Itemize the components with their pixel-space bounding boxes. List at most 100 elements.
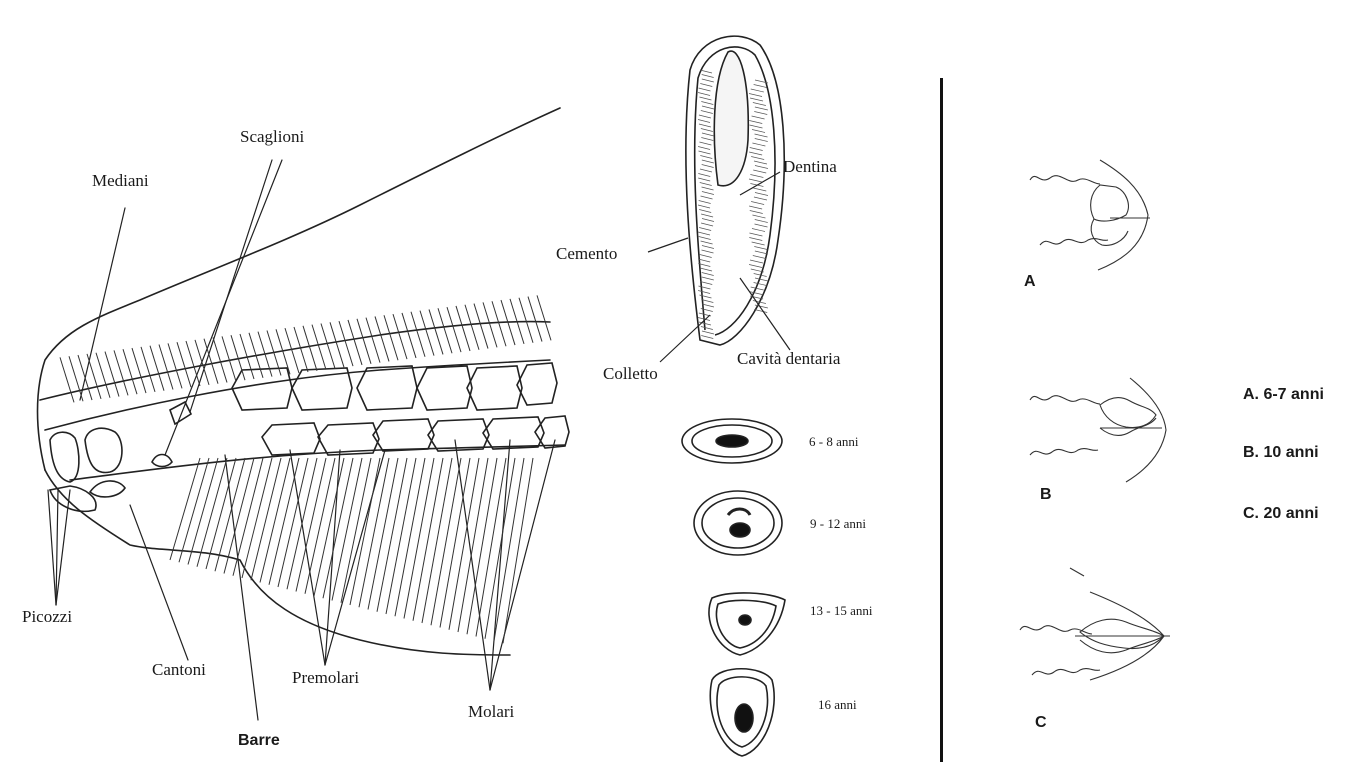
shade-line	[702, 192, 714, 195]
hatch-line	[305, 458, 335, 594]
shade-line	[698, 291, 710, 294]
hatch-line	[341, 458, 371, 603]
shade-line	[699, 124, 711, 127]
shade-line	[701, 214, 713, 217]
shade-line	[702, 187, 714, 190]
shade-line	[754, 161, 767, 164]
label-barre: Barre	[238, 732, 280, 750]
shade-line	[752, 229, 765, 232]
shade-line	[750, 148, 763, 151]
hatch-line	[458, 458, 488, 632]
shade-line	[754, 85, 767, 88]
shade-line	[702, 219, 714, 222]
shade-line	[701, 129, 713, 132]
cross-section-2	[694, 491, 782, 555]
hatch-line	[260, 458, 290, 583]
shade-line	[698, 88, 710, 91]
cross-section-age: 13 - 15 anni	[810, 603, 872, 619]
shade-line	[701, 327, 713, 330]
shade-line	[754, 112, 767, 115]
cross-section-4	[710, 669, 774, 756]
shade-line	[755, 220, 768, 223]
shade-line	[755, 107, 768, 110]
shade-line	[749, 152, 762, 155]
hatch-line	[404, 458, 434, 619]
hatch-line	[503, 458, 533, 643]
shade-line	[750, 260, 763, 263]
trace-letter-c: C	[1035, 714, 1047, 732]
hatch-line	[251, 458, 281, 580]
head-outline	[38, 108, 561, 470]
label-colletto: Colletto	[603, 364, 658, 384]
shade-line	[702, 133, 714, 136]
tooth-section	[686, 36, 784, 345]
shade-line	[753, 188, 766, 191]
shade-line	[701, 241, 713, 244]
shade-line	[699, 210, 711, 213]
hatch-line	[422, 458, 452, 623]
shade-line	[700, 169, 712, 172]
label-dentina: Dentina	[783, 157, 837, 177]
shade-line	[700, 183, 712, 186]
shade-line	[755, 278, 768, 281]
hatch-line	[413, 458, 443, 621]
hatch-line	[377, 458, 407, 612]
shade-line	[750, 211, 763, 214]
cross-section-age: 16 anni	[818, 697, 857, 713]
shade-line	[751, 157, 764, 160]
hatch-line	[431, 458, 461, 625]
shade-line	[702, 277, 714, 280]
trace-letter-a: A	[1024, 273, 1036, 291]
hatch-line	[197, 458, 227, 567]
hatch-line	[179, 458, 209, 562]
shade-line	[753, 103, 766, 106]
label-molari: Molari	[468, 702, 514, 722]
upper-cheek-teeth	[232, 363, 557, 410]
shade-line	[698, 147, 710, 150]
hatch-line	[467, 458, 497, 634]
hatch-line	[242, 458, 272, 578]
shade-line	[702, 331, 714, 334]
shade-line	[753, 256, 766, 259]
hatch-line	[332, 458, 362, 601]
shade-line	[701, 111, 713, 114]
shade-line	[749, 179, 762, 182]
trace-a	[1030, 160, 1150, 270]
shade-line	[749, 238, 762, 241]
hatch-line	[440, 458, 470, 628]
legend-item: B. 10 anni	[1243, 444, 1319, 462]
incisors	[50, 428, 125, 511]
shade-line	[702, 165, 714, 168]
cross-section-3	[709, 593, 785, 655]
shade-line	[749, 265, 762, 268]
cross-section-age: 6 - 8 anni	[809, 434, 858, 450]
shade-line	[699, 115, 711, 118]
hatch-line	[206, 458, 236, 569]
shade-line	[699, 201, 711, 204]
cross-section-age: 9 - 12 anni	[810, 516, 866, 532]
label-leaders	[48, 160, 555, 720]
shade-line	[755, 193, 768, 196]
shade-line	[701, 250, 713, 253]
shade-line	[752, 215, 765, 218]
lower-gum-band	[70, 445, 565, 480]
shade-line	[702, 273, 714, 276]
shade-line	[702, 246, 714, 249]
shade-line	[698, 151, 710, 154]
vertical-divider	[940, 78, 943, 762]
pulp-cavity	[714, 51, 748, 186]
label-cantoni: Cantoni	[152, 660, 206, 680]
hatch-line	[449, 458, 479, 630]
lower-canine	[152, 455, 172, 467]
label-premolari: Premolari	[292, 668, 359, 688]
shade-line	[749, 233, 762, 236]
shade-line	[700, 268, 712, 271]
trace-c	[1020, 568, 1170, 680]
shade-line	[701, 223, 713, 226]
shade-line	[698, 120, 710, 123]
shade-line	[755, 139, 768, 142]
label-scaglioni: Scaglioni	[240, 127, 304, 147]
shade-line	[755, 251, 768, 254]
hatch-line	[188, 458, 218, 565]
